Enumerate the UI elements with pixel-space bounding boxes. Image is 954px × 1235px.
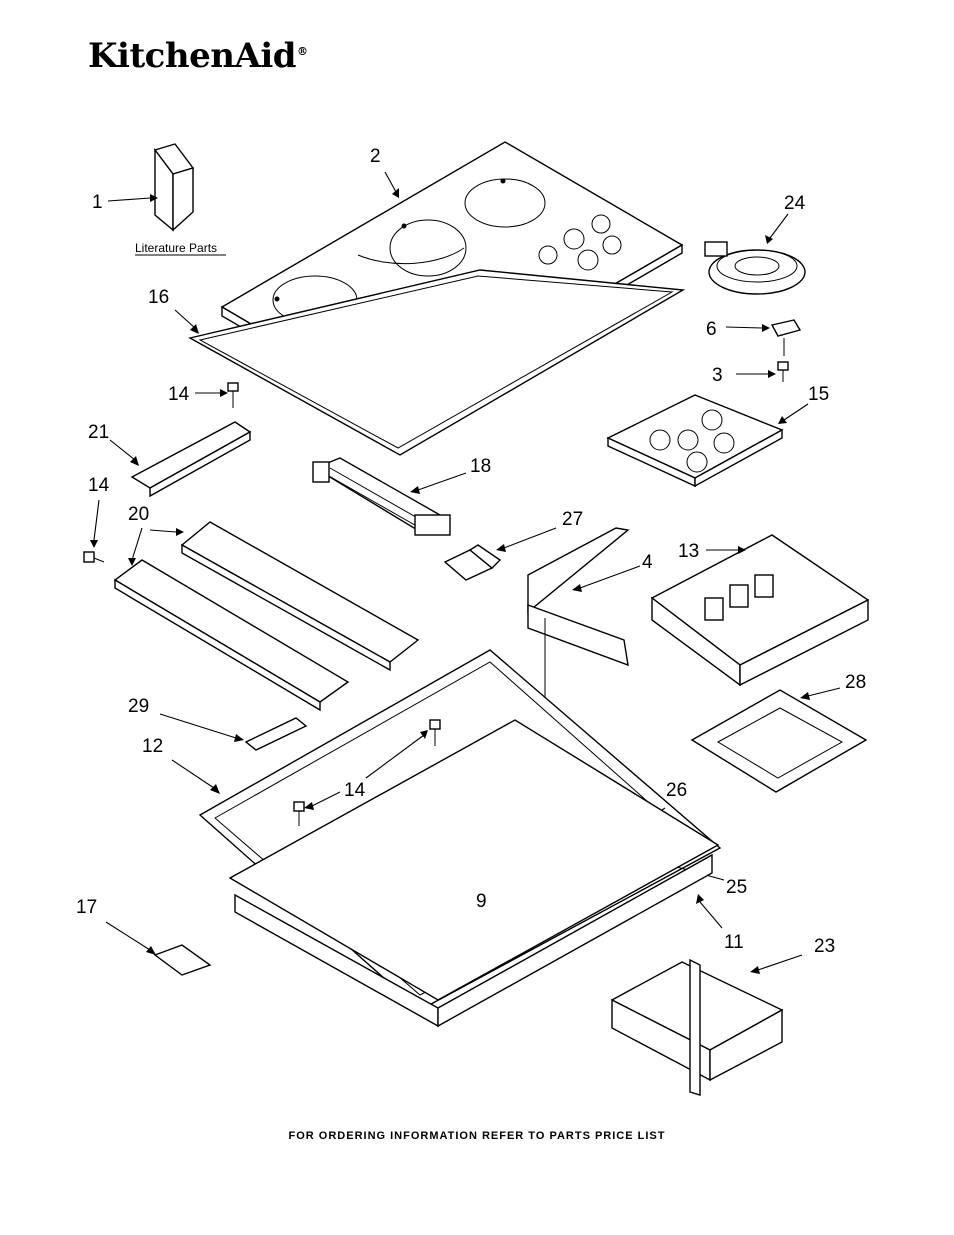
small-bracket-part	[443, 527, 557, 581]
callout-6: 6	[706, 319, 717, 340]
kitchenaid-logo: KitchenAid®	[88, 36, 308, 76]
callout-20: 20	[128, 504, 149, 525]
surface-element-part	[704, 213, 806, 295]
callout-28: 28	[845, 672, 866, 693]
junction-box-part	[610, 954, 803, 1096]
callout-12: 12	[142, 736, 163, 757]
literature-book-part	[107, 143, 195, 232]
screw-part-frame	[293, 719, 441, 826]
ordering-footer: FOR ORDERING INFORMATION REFER TO PARTS …	[288, 1130, 666, 1142]
literature-label: Literature Parts	[135, 241, 217, 255]
callout-14-frame: 14	[344, 780, 366, 801]
callout-16: 16	[148, 287, 169, 308]
mounting-plate-part	[690, 687, 868, 793]
wiring-plate-part	[105, 921, 212, 976]
screw-part-left	[83, 499, 105, 563]
ribbon-cable-part	[312, 457, 467, 536]
callout-3: 3	[712, 365, 723, 386]
callout-1: 1	[92, 192, 103, 213]
callout-21: 21	[88, 422, 109, 443]
callout-18: 18	[470, 456, 491, 477]
base-pan-part	[228, 719, 723, 1028]
touch-control-board-part	[606, 394, 809, 488]
brand-name: KitchenAid	[88, 36, 297, 76]
registered-mark: ®	[297, 44, 308, 58]
callout-17: 17	[76, 897, 97, 918]
terminal-plate-part	[159, 713, 308, 751]
control-box-part	[650, 534, 870, 687]
callout-9: 9	[476, 891, 487, 912]
callout-15: 15	[808, 384, 829, 405]
callout-4: 4	[642, 552, 653, 573]
clip-part	[725, 319, 802, 356]
callout-24: 24	[784, 193, 806, 214]
callout-23: 23	[814, 936, 835, 957]
gasket-part	[174, 269, 686, 456]
callout-27: 27	[562, 509, 583, 530]
callout-13: 13	[678, 541, 699, 562]
callout-14-upper: 14	[168, 384, 190, 405]
callout-26: 26	[666, 780, 687, 801]
callout-2: 2	[370, 146, 381, 167]
side-rail-bracket-parts	[113, 521, 420, 712]
bracket-part	[109, 421, 252, 498]
callout-25: 25	[726, 877, 747, 898]
callout-29: 29	[128, 696, 149, 717]
screw-part-upper	[195, 382, 239, 408]
screw-part	[736, 361, 789, 382]
callout-14-left: 14	[88, 475, 110, 496]
callout-11: 11	[724, 932, 744, 953]
